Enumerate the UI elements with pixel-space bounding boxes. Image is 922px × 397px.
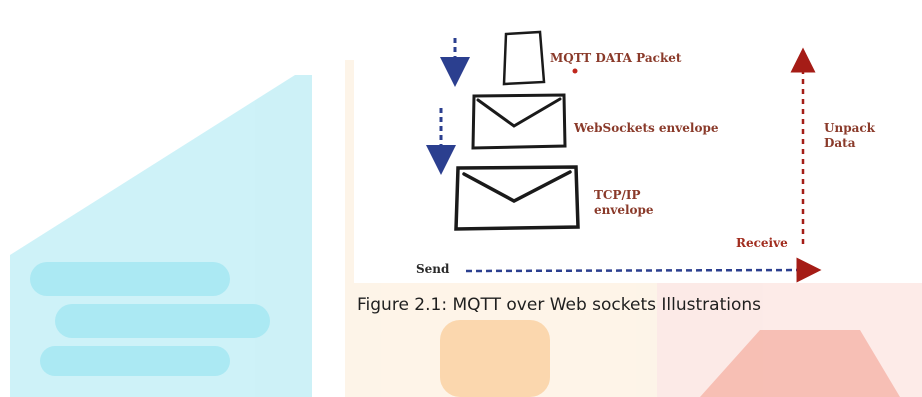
send-arrow xyxy=(465,257,822,283)
watermark-cloud-band xyxy=(55,304,270,338)
watermark-cloud-band xyxy=(40,346,230,376)
diagram-graphics xyxy=(426,30,822,283)
watermark-orange-bulb xyxy=(440,320,550,397)
mqtt-websocket-diagram: MQTT DATA Packet WebSockets envelope TCP… xyxy=(354,8,922,283)
figure-caption: Figure 2.1: MQTT over Web sockets Illust… xyxy=(357,295,761,315)
tcpip-envelope-icon xyxy=(454,165,580,231)
red-dot-marker xyxy=(572,68,578,74)
websockets-envelope-icon xyxy=(471,93,567,150)
watermark-cloud-band xyxy=(30,262,230,296)
mqtt-packet-icon xyxy=(502,30,546,86)
label-websockets-envelope: WebSockets envelope xyxy=(574,121,719,135)
label-tcpip-envelope: TCP/IP envelope xyxy=(594,188,654,217)
watermark-red-book xyxy=(700,330,900,397)
label-mqtt-data-packet: MQTT DATA Packet xyxy=(550,51,682,65)
label-receive: Receive xyxy=(736,236,788,250)
label-unpack-data: Unpack Data xyxy=(824,121,875,150)
label-send: Send xyxy=(416,262,450,276)
